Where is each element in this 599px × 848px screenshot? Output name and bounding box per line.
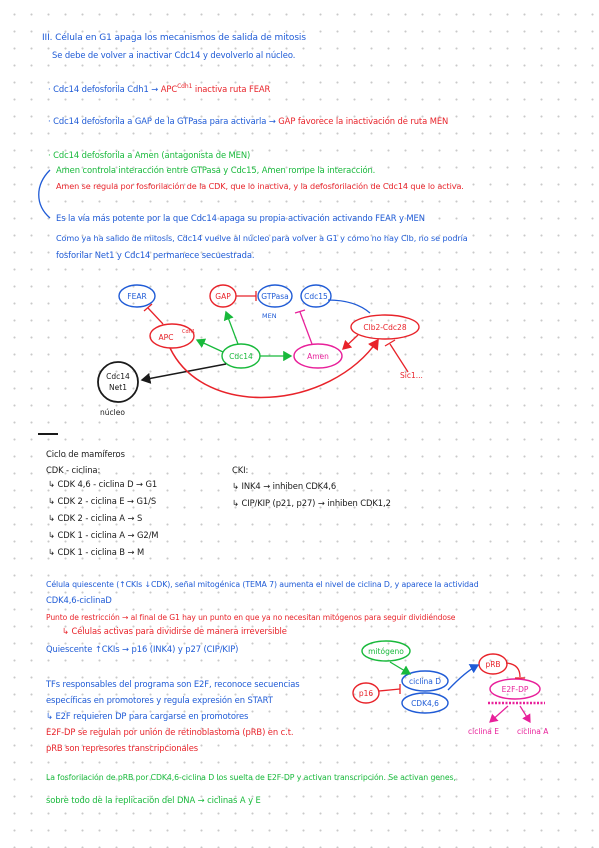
bullet-gap: · Cdc14 defosforila a GAP de la GTPasa p… — [48, 116, 448, 127]
note-line-red: Amen se regula por fosforilación de la C… — [56, 181, 464, 191]
node-e2fdp — [489, 678, 541, 700]
edge-sic1-clb2-bar — [384, 339, 396, 347]
node-nucleo — [97, 361, 139, 403]
edge-e2f-ciclinaA — [519, 705, 531, 724]
label-cdk46: CDK4,6 — [411, 699, 439, 708]
edge-apc-fear-bar — [143, 303, 153, 312]
cki-item: ↳ INK4 → inhiben CDK4,6 — [232, 481, 337, 491]
label-men: MEN — [262, 312, 277, 320]
node-clb2-cdc28 — [350, 314, 420, 340]
note-line-red: Punto de restricción → al final de G1 ha… — [46, 613, 456, 622]
label-cdc14: Cdc14 — [229, 352, 253, 361]
edge-cdc14-nucleo — [140, 363, 227, 384]
edge-cdc14-gap — [223, 310, 239, 345]
note-line-green: La fosforilación de pRB por CDK4,6-cicli… — [46, 773, 456, 782]
edge-clb2-amen — [342, 334, 359, 350]
label-fear: FEAR — [127, 292, 146, 301]
note-line: Es la vía más potente por la que Cdc14 a… — [56, 213, 425, 223]
note-line: específicas en promotores y regula expre… — [46, 695, 273, 705]
node-apc — [149, 323, 195, 349]
label-ciclinaA: ciclina A — [517, 727, 549, 736]
note-line: Se debe de volver a inactivar Cdc14 y de… — [52, 50, 296, 60]
section-title: Ciclo de mamíferos — [46, 449, 125, 459]
edge-cdc15-clb2 — [327, 299, 371, 314]
edge-prb-e2f — [505, 662, 521, 678]
node-gtpasa — [257, 284, 293, 308]
node-fear — [118, 284, 156, 308]
label-gtpasa: GTPasa — [261, 292, 288, 301]
label-apc-sup: Cdh1 — [182, 329, 195, 335]
label-nucleo-net1: Net1 — [109, 383, 127, 392]
bullet-text: · Cdc14 defosforila a GAP de la GTPasa p… — [48, 116, 276, 126]
node-cdk46 — [401, 692, 449, 714]
bullet-cdh1: · Cdc14 defosforila Cdh1 → APCCdh1 inact… — [48, 81, 270, 95]
label-ciclinaD: ciclina D — [409, 677, 441, 686]
edge-amen-gtpasa-bar — [294, 309, 306, 314]
label-nucleo-cdc14: Cdc14 — [106, 372, 130, 381]
node-cdc15 — [300, 284, 332, 308]
label-ciclinaE: ciclina E — [468, 727, 499, 736]
label-clb2-cdc28: Clb2-Cdc28 — [363, 323, 406, 332]
cdk-item: ↳ CDK 1 - ciclina B → M — [48, 547, 145, 557]
label-gap: GAP — [215, 292, 231, 301]
note-line: Como ya ha salido de mitosis, Cdc14 vuel… — [56, 233, 468, 243]
cdk-item: ↳ CDK 4,6 - ciclina D → G1 — [48, 479, 158, 489]
edge-e2f-ciclinaE — [489, 705, 509, 723]
node-mitogeno — [361, 640, 411, 662]
edge-p16-cdk — [378, 688, 401, 692]
note-line-red: E2F-DP se regulan por unión de retinobla… — [46, 727, 294, 737]
note-line: Quiescente ↑CKIs → p16 (INK4) y p27 (CIP… — [46, 644, 239, 654]
label-apc: APC — [159, 333, 174, 342]
edge-amen-gtpasa — [299, 311, 313, 345]
label-mitogeno: mitógeno — [368, 647, 404, 656]
node-prb — [478, 653, 508, 675]
note-line-red: ↳ Células activas para dividirse de mane… — [62, 626, 287, 636]
bullet-text: · Cdc14 defosforila Cdh1 → — [48, 83, 159, 94]
note-line: Amen controla interacción entre GTPasa y… — [56, 165, 376, 175]
edge-apc-fear — [147, 307, 164, 325]
cdk-item: ↳ CDK 1 - ciclina A → G2/M — [48, 530, 159, 540]
edge-sic1-clb2 — [389, 343, 409, 373]
note-line-red: pRB son represores transcripcionales — [46, 743, 199, 753]
bullet-text-red: APCCdh1 inactiva ruta FEAR — [160, 83, 271, 94]
note-line: fosforilar Net1 y Cdc14 permanece secues… — [56, 250, 255, 260]
cdk-item: ↳ CDK 2 - ciclina E → G1/S — [48, 496, 157, 506]
cki-header: CKI: — [232, 465, 249, 475]
note-line: Célula quiescente (↑CKIs ↓CDK), señal mi… — [46, 580, 479, 589]
note-line: ↳ E2F requieren DP para cargarse en prom… — [46, 711, 249, 721]
node-ciclinaD — [401, 670, 449, 692]
label-prb: pRB — [485, 660, 500, 669]
node-amen — [293, 343, 343, 369]
e2f-diagram: mitógeno p16 ciclina D CDK4,6 pRB E2F-DP… — [352, 640, 549, 736]
node-p16 — [352, 682, 380, 704]
label-amen: Amen — [307, 352, 329, 361]
edge-cdc14-apc — [195, 338, 224, 353]
label-sic1: Sic1... — [400, 371, 423, 380]
note-line-green: sobre todo de la replicación del DNA → c… — [46, 795, 261, 805]
cdk-item: ↳ CDK 2 - ciclina A → S — [48, 513, 143, 523]
note-line: CDK4,6-ciclinaD — [46, 595, 112, 605]
bullet-amen: · Cdc14 defosforila a Amen (antagonista … — [48, 150, 251, 160]
bullet-text-red: GAP favorece la inactivación de ruta MEN — [278, 116, 449, 126]
label-e2fdp: E2F-DP — [502, 685, 529, 694]
cdk-header: CDK - ciclina: — [46, 465, 101, 475]
label-cdc15: Cdc15 — [304, 292, 328, 301]
edge-cdk-prb — [447, 664, 480, 691]
pathway-diagram: FEAR GAP GTPasa Cdc15 MEN APC Cdh1 Cdc14… — [97, 284, 423, 417]
bracket-curve — [38, 169, 51, 219]
edge-mitogeno-ciclinaD — [389, 661, 412, 675]
cki-item: ↳ CIP/KIP (p21, p27) → inhiben CDK1,2 — [232, 498, 391, 508]
label-nucleo: núcleo — [100, 408, 125, 417]
label-p16: p16 — [359, 689, 374, 698]
section-heading: III. Célula en G1 apaga los mecanismos d… — [42, 33, 306, 43]
edge-apc-clb2 — [169, 338, 379, 399]
note-line: TFs responsables del programa son E2F, r… — [46, 679, 300, 689]
